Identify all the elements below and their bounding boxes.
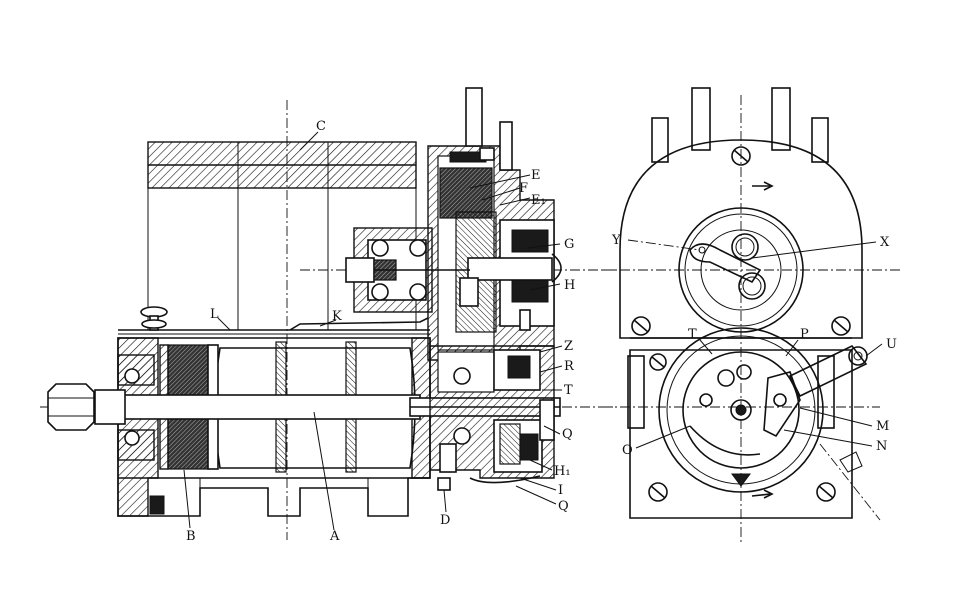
stud-left <box>465 87 483 147</box>
label-b: B <box>186 529 196 544</box>
label-u: U <box>886 337 897 352</box>
label-f: F <box>519 181 528 196</box>
label-l: L <box>210 307 219 322</box>
label-p: P <box>800 327 809 342</box>
label-e: E <box>531 168 541 183</box>
spring-k <box>289 317 429 331</box>
screw-d <box>437 477 451 491</box>
label-g: G <box>564 237 574 252</box>
label-x: X <box>880 235 890 250</box>
label-z: Z <box>564 339 573 354</box>
label-e1: E₁ <box>531 193 546 208</box>
label-y: Y <box>611 233 621 248</box>
longitudinal-section <box>40 87 615 540</box>
upper-end-plate <box>619 139 863 339</box>
label-a: A <box>329 529 340 544</box>
label-t-left: T <box>564 383 573 398</box>
shaft-nut <box>47 383 95 431</box>
end-elevation <box>602 87 900 545</box>
lever-u <box>788 344 868 398</box>
label-h: H <box>564 278 575 293</box>
label-c: C <box>316 119 326 134</box>
terminal-knob <box>140 306 168 331</box>
label-d: D <box>440 513 450 528</box>
label-k: K <box>332 309 342 324</box>
leader-lines <box>183 131 883 531</box>
cam-lever-y <box>689 243 762 284</box>
lower-end-plate <box>629 349 853 519</box>
label-q-upper: Q <box>562 427 573 442</box>
magnet-c <box>147 141 417 330</box>
label-n: N <box>876 439 887 454</box>
label-i: I <box>558 483 563 498</box>
label-r: R <box>564 359 575 374</box>
label-o: O <box>622 443 633 458</box>
pinion-assembly <box>345 227 470 313</box>
gear-housing <box>427 87 562 361</box>
stud-right <box>499 121 513 171</box>
left-bearing <box>117 354 155 461</box>
label-t-right: T <box>688 327 697 342</box>
part-labels: C E F E₁ G H L K Z R T Q H₁ I Q D B A Y … <box>186 119 897 544</box>
label-h1: H₁ <box>554 464 571 479</box>
label-m: M <box>876 419 889 434</box>
label-q-lower: Q <box>558 499 569 514</box>
distributor <box>429 345 555 491</box>
breaker-arm <box>763 371 801 438</box>
